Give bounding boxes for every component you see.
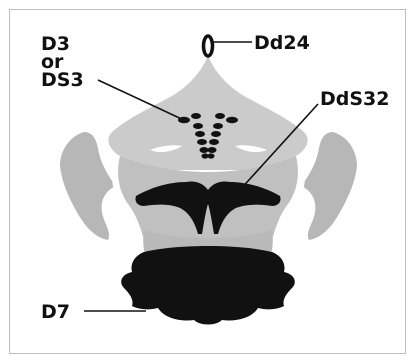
label-dds32: DdS32 <box>320 88 390 110</box>
upper-body <box>108 56 307 170</box>
label-dd24: Dd24 <box>254 32 310 54</box>
label-ds3: DS3 <box>41 69 84 91</box>
right-wing <box>301 132 357 240</box>
d7-shape <box>121 246 295 325</box>
label-d7: D7 <box>41 301 70 323</box>
right-gap <box>296 176 305 206</box>
gray-blot <box>60 56 357 262</box>
left-wing <box>60 132 116 240</box>
top-ring <box>204 36 213 56</box>
